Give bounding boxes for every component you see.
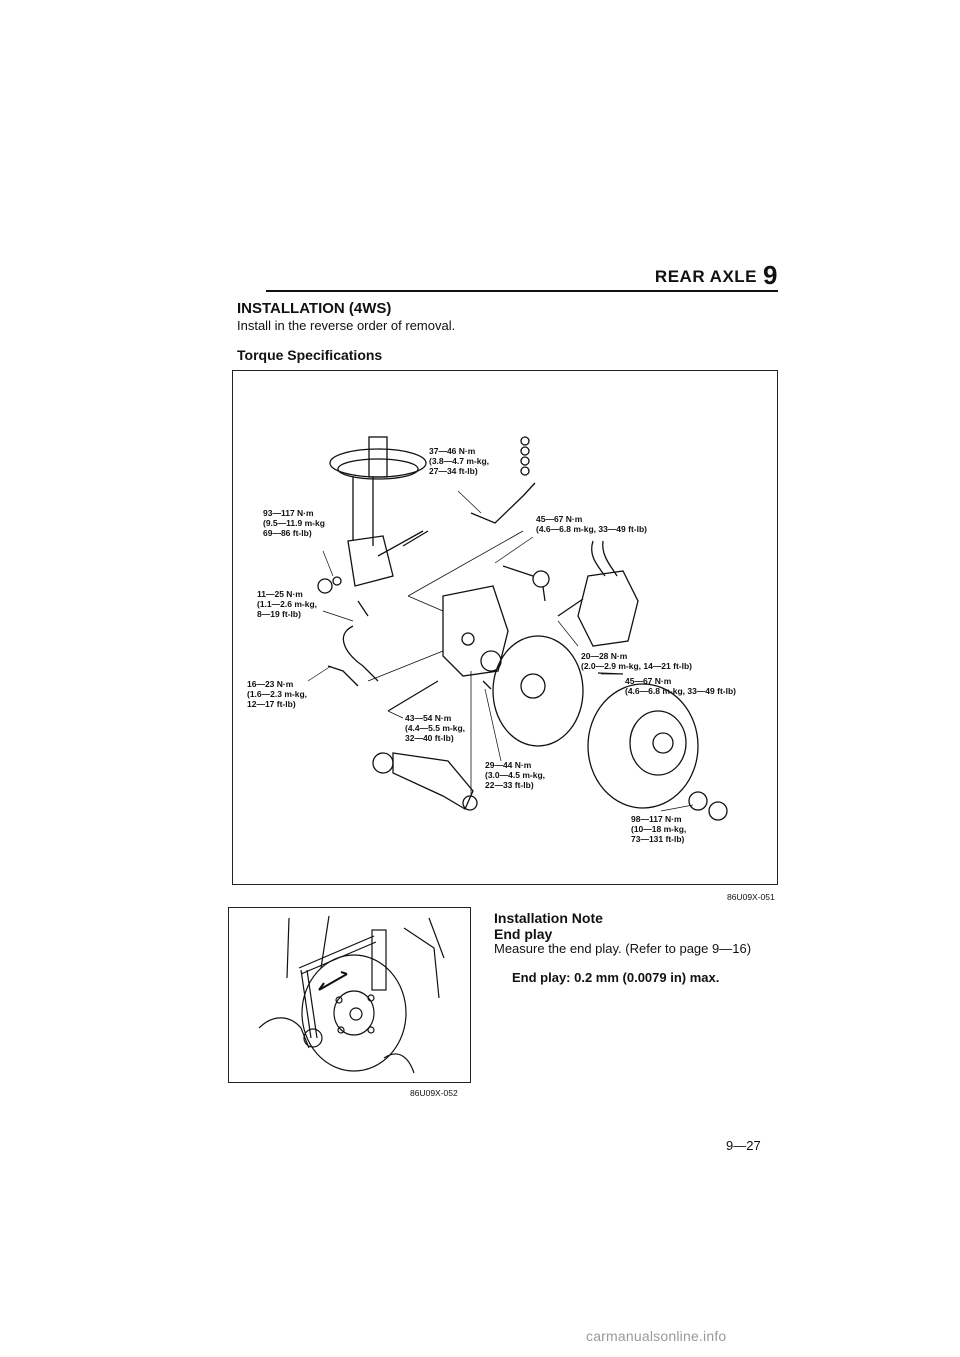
rear-axle-exploded-drawing [307, 436, 728, 821]
torque-label-lateral-link-nut: 45—67 N·m (4.6—6.8 m-kg, 33—49 ft-lb) [536, 514, 648, 534]
torque-label-knuckle-bolt: 43—54 N·m (4.4—5.5 m-kg, 32—40 ft-lb) [405, 713, 465, 743]
section-header: REAR AXLE 9 [655, 260, 778, 291]
dial-gauge-drawing [258, 915, 445, 1074]
figure-code-2: 86U09X-052 [410, 1088, 458, 1098]
note-title: Installation Note [494, 910, 603, 926]
installation-body: Install in the reverse order of removal. [237, 318, 456, 333]
figure-code: 86U09X-051 [727, 892, 775, 902]
torque-label-dust-cover-bolt: 29—44 N·m (3.0—4.5 m-kg, 22—33 ft-lb) [485, 760, 545, 790]
torque-label-sensor-bolt: 11—25 N·m (1.1—2.6 m-kg, 8—19 ft-lb) [257, 589, 317, 619]
note-body: Measure the end play. (Refer to page 9—1… [494, 941, 752, 956]
torque-diagram: 93—117 N·m (9.5—11.9 m-kg 69—86 ft-lb) 3… [232, 370, 778, 885]
end-play-figure [228, 907, 471, 1083]
page-number: 9—27 [726, 1138, 761, 1153]
torque-label-trailing-link-bolt: 37—46 N·m (3.8—4.7 m-kg, 27—34 ft-lb) [429, 446, 489, 476]
end-play-spec: End play: 0.2 mm (0.0079 in) max. [512, 970, 720, 985]
header-rule [266, 290, 778, 292]
torque-label-sensor-bracket-bolt: 16—23 N·m (1.6—2.3 m-kg, 12—17 ft-lb) [247, 679, 307, 709]
installation-title: INSTALLATION (4WS) [237, 300, 392, 317]
torque-title: Torque Specifications [237, 347, 383, 363]
section-number: 9 [763, 260, 778, 290]
torque-label-hub-nut: 98—117 N·m (10—18 m-kg, 73—131 ft-lb) [631, 814, 687, 844]
torque-label-strut-nuts: 93—117 N·m (9.5—11.9 m-kg 69—86 ft-lb) [263, 508, 325, 538]
watermark: carmanualsonline.info [586, 1328, 727, 1344]
torque-label-caliper-bracket-bolt: 45—67 N·m (4.6—6.8 m-kg, 33—49 ft-lb) [625, 676, 737, 696]
section-title: REAR AXLE [654, 267, 758, 286]
torque-label-caliper-bolt: 20—28 N·m (2.0—2.9 m-kg, 14—21 ft-lb) [581, 651, 693, 671]
note-subtitle: End play [494, 926, 553, 942]
